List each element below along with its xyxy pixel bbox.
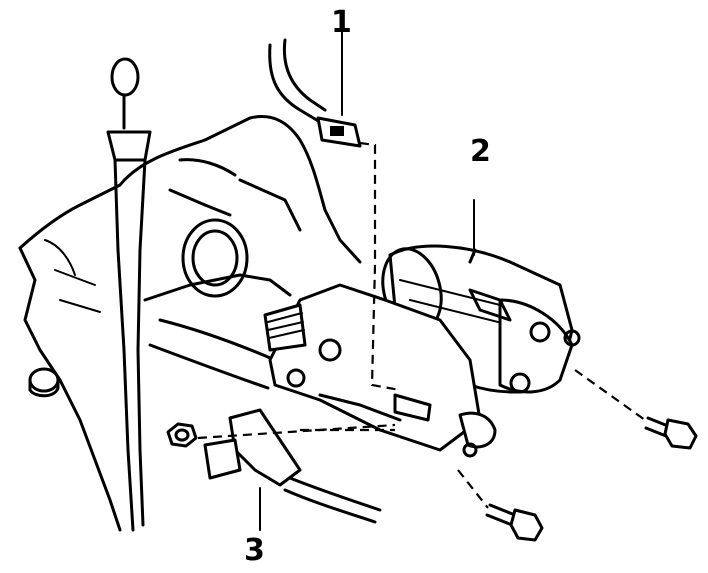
starter-connector-3 bbox=[203, 408, 382, 531]
engine-block bbox=[18, 115, 362, 532]
callout-2: 2 bbox=[470, 134, 491, 169]
battery-wire-connector bbox=[268, 19, 362, 148]
callout-3: 3 bbox=[244, 533, 265, 568]
starter-motor bbox=[263, 199, 581, 458]
nut bbox=[166, 422, 198, 448]
engine-port bbox=[181, 218, 249, 298]
assembly-lines bbox=[197, 141, 646, 509]
callout-1: 1 bbox=[331, 5, 352, 40]
dipstick bbox=[106, 57, 152, 532]
bolt-right bbox=[644, 416, 698, 450]
bolt-bottom bbox=[485, 503, 544, 542]
engine-boss bbox=[28, 367, 60, 398]
